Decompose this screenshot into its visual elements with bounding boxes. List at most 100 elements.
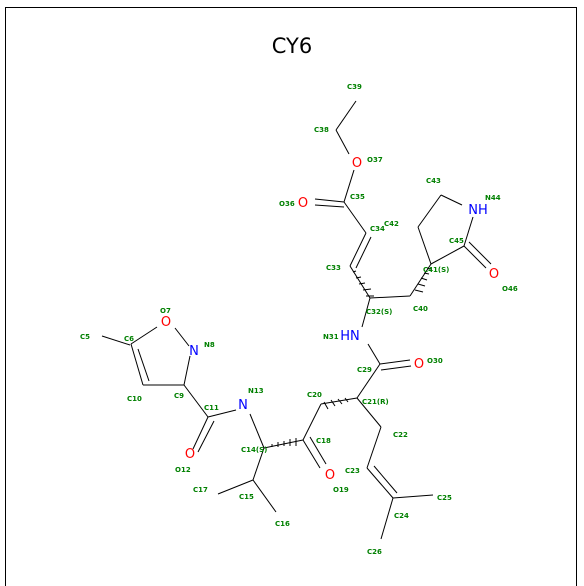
bond-c32-c33 xyxy=(349,265,371,299)
atom-label: N13 xyxy=(248,387,264,395)
atom-label: C11 xyxy=(204,404,219,412)
atom-label: C40 xyxy=(413,305,428,313)
bonds xyxy=(101,100,492,540)
atom-n31-symbol: HN xyxy=(340,329,360,344)
bond-c23-c24 xyxy=(366,467,394,499)
hash-c21 xyxy=(323,401,329,410)
bond-c11-o12-a xyxy=(192,416,209,450)
bond-c45-o46-b xyxy=(468,241,492,265)
atom-label: C25 xyxy=(437,494,452,502)
bond-n31-c32 xyxy=(361,297,371,328)
bond-c41-c42 xyxy=(417,226,432,265)
bond-c35-o36-a xyxy=(314,198,345,203)
bond-c14-c15 xyxy=(252,447,265,481)
atom-label: C32(S) xyxy=(366,308,392,316)
hash-c41 xyxy=(414,289,424,293)
atom-label: C10 xyxy=(127,395,142,403)
bond-c21-c29 xyxy=(356,363,381,399)
atom-label: O7 xyxy=(160,307,171,315)
bond-c6-o7 xyxy=(130,326,158,345)
atom-label: C6 xyxy=(124,335,134,343)
atom-label: C41(S) xyxy=(423,266,449,274)
atom-o30-symbol: O xyxy=(414,357,424,372)
bond-c18-o19-b xyxy=(309,436,327,465)
bond-c34-c35 xyxy=(343,201,367,234)
atom-o37-symbol: O xyxy=(352,156,362,171)
bond-c10-c6-double xyxy=(137,348,150,382)
bond-n13-c14 xyxy=(249,413,265,449)
atom-label: C39 xyxy=(347,83,362,91)
bond-c29-o30-a xyxy=(379,359,411,365)
atom-label: C29 xyxy=(357,366,372,374)
atom-label: C9 xyxy=(174,392,184,400)
atom-label: C43 xyxy=(426,177,441,185)
atom-label: C21(R) xyxy=(362,398,389,406)
atom-label: O37 xyxy=(367,156,383,164)
bond-c45-o46-a xyxy=(463,245,487,269)
bond-c5-c6 xyxy=(101,335,131,346)
atom-label: C42 xyxy=(384,220,399,228)
atom-o46-symbol: O xyxy=(489,267,499,282)
bond-c15-c17 xyxy=(217,479,254,495)
atom-o36-symbol: O xyxy=(298,196,308,211)
atom-label: C14(S) xyxy=(241,446,267,454)
atom-label: C26 xyxy=(367,548,382,556)
atom-n13-symbol: N xyxy=(238,398,248,413)
bond-c21-c22 xyxy=(356,397,382,428)
atom-label: O30 xyxy=(427,357,443,365)
bond-c38-c39 xyxy=(335,100,357,131)
atom-o19-symbol: O xyxy=(325,468,335,483)
diagram-title: CY6 xyxy=(272,34,312,58)
atom-label: C45 xyxy=(449,237,464,245)
atom-label: C23 xyxy=(345,467,360,475)
atom-label: O12 xyxy=(175,466,191,474)
atom-label: C5 xyxy=(80,333,90,341)
bond-c11-n13 xyxy=(207,409,237,418)
bond-c24-c26 xyxy=(380,497,394,540)
bond-c45-c41 xyxy=(430,245,465,265)
atom-label: C18 xyxy=(316,437,331,445)
bond-c22-c23 xyxy=(366,426,382,469)
atom-label: N31 xyxy=(323,333,339,341)
atom-o12-symbol: O xyxy=(185,447,195,462)
atom-label: O46 xyxy=(502,285,518,293)
atom-label: O19 xyxy=(333,486,349,494)
atom-label: C34 xyxy=(370,225,385,233)
atom-n8-symbol: N xyxy=(189,344,199,359)
bond-c43-n44 xyxy=(440,194,463,206)
bond-c24-c25 xyxy=(392,494,434,499)
bond-c18-c20 xyxy=(302,403,322,441)
atom-label: C15 xyxy=(239,493,254,501)
atom-label: C33 xyxy=(326,264,341,272)
atom-label: O36 xyxy=(279,200,295,208)
bond-c18-o19-a xyxy=(302,439,321,469)
atom-n44-symbol: NH xyxy=(468,203,488,218)
bond-n8-c9 xyxy=(183,355,191,386)
bond-c40-c41 xyxy=(409,263,432,297)
bond-c33-c34 xyxy=(349,232,367,267)
atom-label: C16 xyxy=(275,520,290,528)
atom-label: C22 xyxy=(393,431,408,439)
bond-o37-c38 xyxy=(335,129,350,155)
bond-c35-o37 xyxy=(343,169,355,203)
atom-symbols: O N O N O O HN O O NH O xyxy=(161,156,499,483)
atom-label: N44 xyxy=(485,194,501,202)
atom-labels: C5 C6 O7 N8 C9 C10 C11 O12 N13 C14(S) C1… xyxy=(80,83,518,556)
atom-label: C38 xyxy=(314,126,329,134)
bond-n44-c45 xyxy=(463,216,474,247)
bond-c15-c16 xyxy=(252,479,277,513)
bond-c23-c24-double xyxy=(373,465,398,494)
bond-c11-o12-b xyxy=(197,420,215,453)
bond-c42-c43 xyxy=(417,194,442,228)
atom-label: C24 xyxy=(394,512,409,520)
bond-c29-n31 xyxy=(367,343,381,365)
diagram-frame xyxy=(5,7,577,586)
atom-label: C20 xyxy=(307,391,322,399)
stereo-bonds xyxy=(271,267,432,447)
bond-c32-c40 xyxy=(369,295,411,299)
atom-label: N8 xyxy=(204,341,215,349)
bond-c33-c34-double xyxy=(355,236,372,269)
atom-label: C17 xyxy=(193,486,208,494)
bond-c10-c6 xyxy=(130,343,144,386)
